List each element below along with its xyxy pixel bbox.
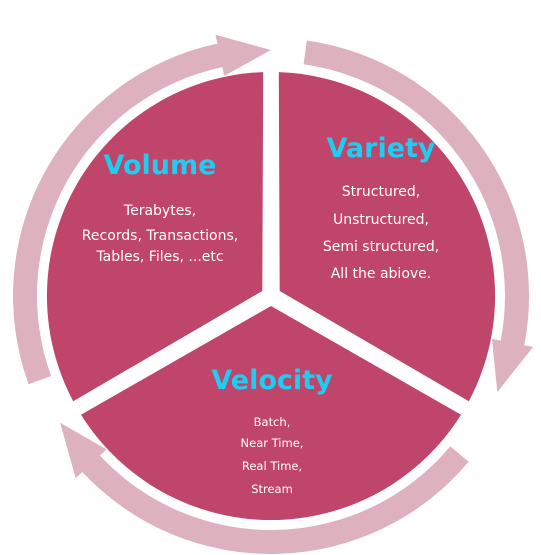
variety-line-2: Unstructured,	[333, 212, 429, 228]
variety-line-3: Semi structured,	[323, 239, 439, 255]
volume-label-group: Volume Terabytes, Records, Transactions,…	[82, 150, 238, 265]
volume-line-3: Tables, Files, ...etc	[95, 249, 223, 265]
arrow-left	[60, 422, 469, 554]
pie-segments	[46, 72, 496, 521]
volume-segment	[46, 72, 264, 402]
variety-line-1: Structured,	[342, 184, 420, 200]
variety-label-group: Variety Structured, Unstructured, Semi s…	[323, 133, 439, 282]
volume-line-1: Terabytes,	[123, 203, 196, 219]
velocity-line-2: Near Time,	[241, 436, 304, 450]
arrow-right	[303, 40, 534, 393]
cycle-arrow-ring	[13, 34, 534, 554]
variety-segment	[278, 72, 496, 402]
velocity-line-1: Batch,	[254, 415, 291, 429]
volume-line-2: Records, Transactions,	[82, 228, 238, 244]
velocity-label-group: Velocity Batch, Near Time, Real Time, St…	[211, 365, 333, 496]
velocity-segment	[81, 306, 461, 521]
velocity-line-4: Stream	[251, 482, 293, 496]
volume-title: Volume	[104, 150, 217, 181]
velocity-title: Velocity	[211, 365, 333, 396]
variety-title: Variety	[326, 133, 435, 164]
velocity-line-3: Real Time,	[242, 459, 302, 473]
variety-line-4: All the abiove.	[331, 266, 432, 282]
arrow-top	[13, 34, 271, 385]
